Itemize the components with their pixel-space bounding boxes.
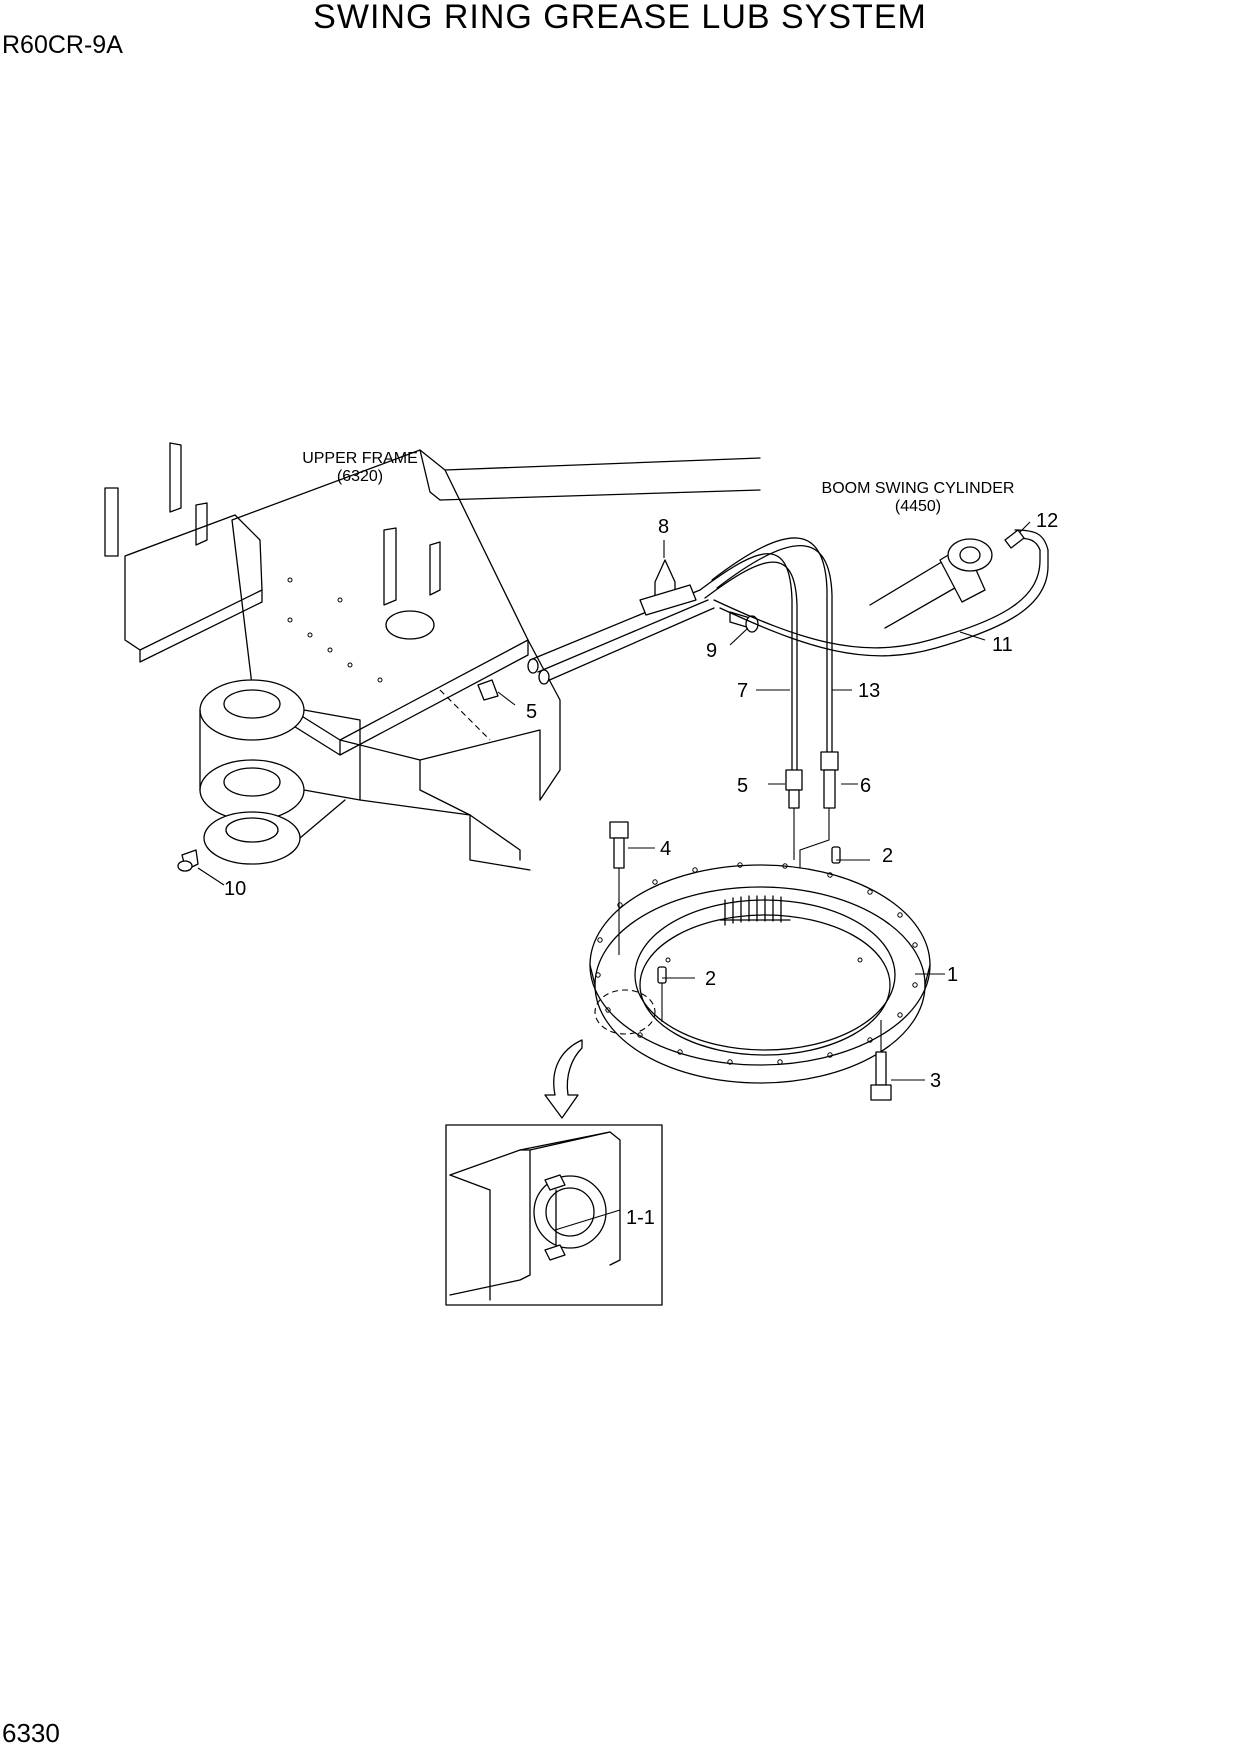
detail-inset-frame: [445, 1124, 663, 1306]
callout-8: 8: [658, 516, 669, 538]
callout-5b: 5: [737, 775, 748, 797]
model-code: R60CR-9A: [2, 31, 123, 59]
upper-frame-code: (6320): [337, 468, 383, 485]
callout-4: 4: [660, 838, 671, 860]
upper-frame-drawing: [104, 442, 761, 872]
callout-3: 3: [930, 1070, 941, 1092]
callout-13: 13: [858, 680, 880, 702]
leader-lines: [197, 521, 1031, 1231]
callout-1: 1: [947, 964, 958, 986]
hose-end-fittings-drawing: [785, 751, 839, 880]
callout-12: 12: [1036, 510, 1058, 532]
boom-swing-cylinder-drawing: [869, 529, 1025, 629]
boom-swing-cylinder-label: BOOM SWING CYLINDER: [822, 480, 1015, 497]
detail-arrow: [544, 1039, 583, 1119]
detail-inset-drawing: [449, 1131, 621, 1301]
callout-1-1: 1-1: [626, 1207, 655, 1229]
hose-assembly-drawing: [477, 529, 1049, 771]
callout-2a: 2: [882, 845, 893, 867]
callout-9: 9: [706, 640, 717, 662]
callout-10: 10: [224, 878, 246, 900]
boom-swing-cylinder-code: (4450): [895, 498, 941, 515]
callout-7: 7: [737, 680, 748, 702]
callout-numbers: 1 1-1 2 2 3 4 5 5 6 7 8 9 10 11 12 13: [224, 510, 1058, 1229]
callout-6: 6: [860, 775, 871, 797]
upper-frame-label: UPPER FRAME: [302, 450, 418, 467]
callout-11: 11: [992, 634, 1013, 656]
page-title: SWING RING GREASE LUB SYSTEM: [313, 0, 927, 36]
page-number: 6330: [2, 1718, 60, 1748]
callout-2b: 2: [705, 968, 716, 990]
swing-ring-drawing: [589, 821, 931, 1101]
callout-5a: 5: [526, 701, 537, 723]
